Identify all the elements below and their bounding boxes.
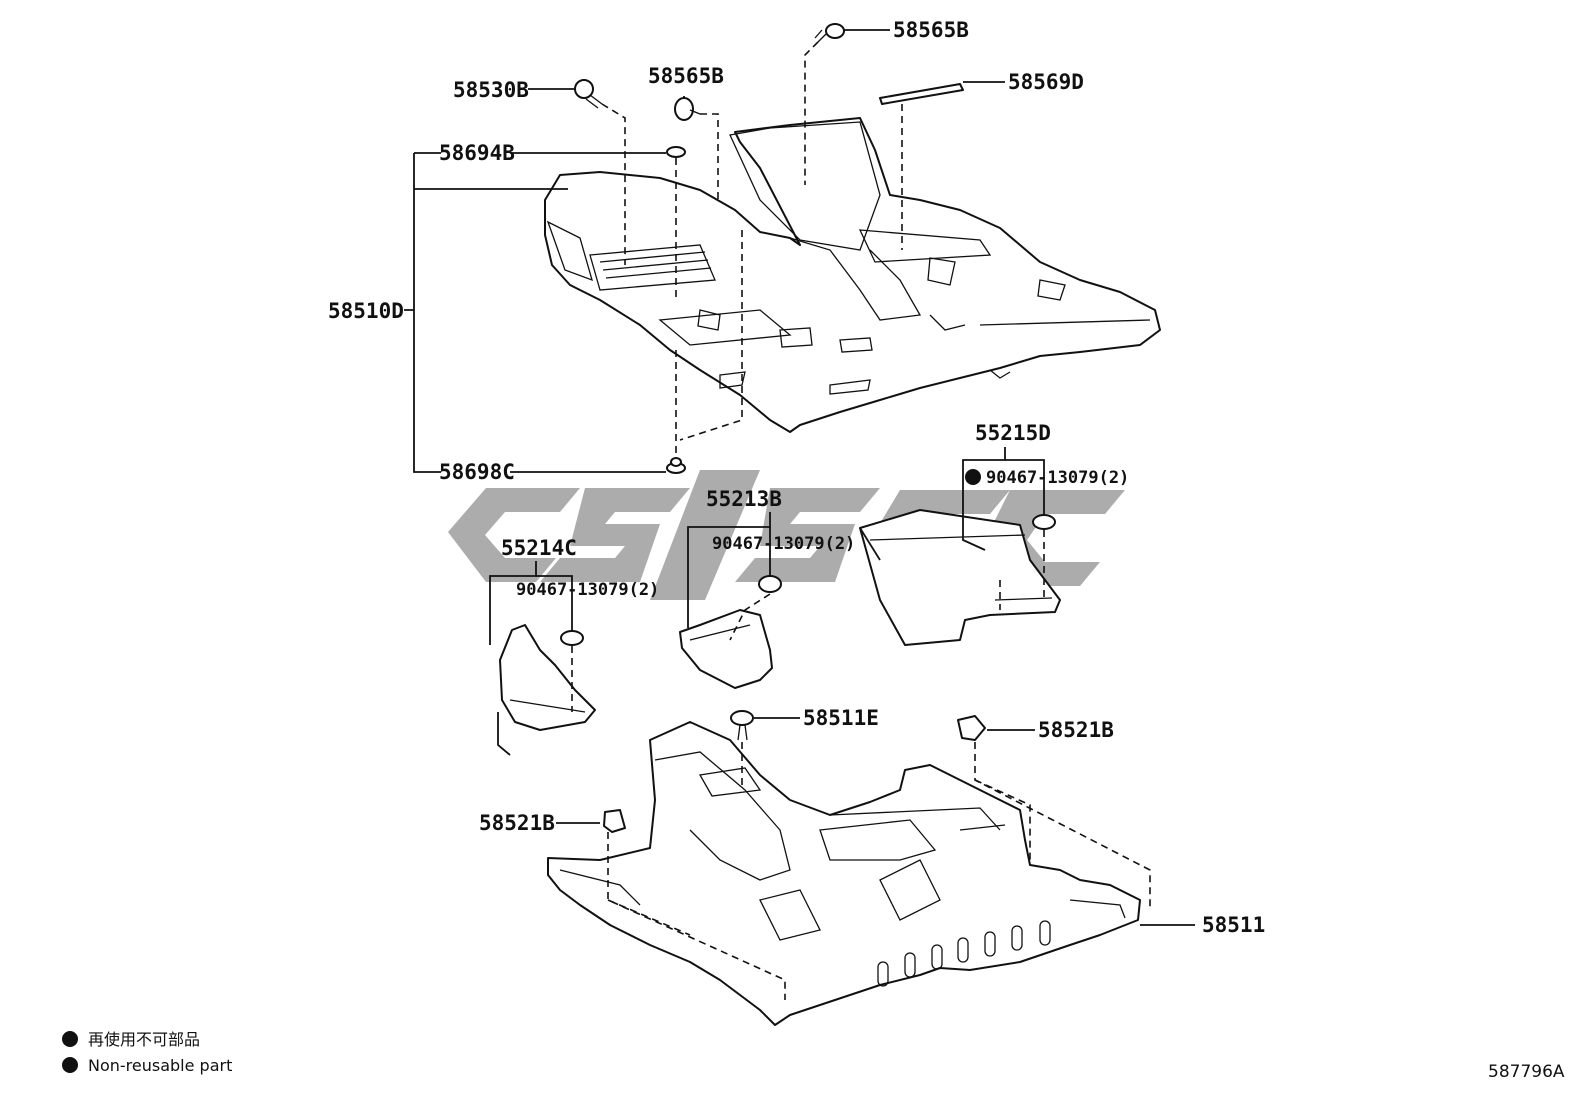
legend-text-jp: 再使用不可部品	[88, 1030, 200, 1049]
label-58698c: 58698C	[439, 460, 515, 484]
label-58565b: 58565B	[648, 64, 724, 88]
label-55214c-clip: 90467-13079(2)	[516, 580, 659, 600]
label-58521b-right: 58521B	[1038, 718, 1114, 742]
label-55213b: 55213B	[706, 487, 782, 511]
assembly-lines	[571, 41, 1151, 1000]
carpet-slots	[877, 920, 1051, 987]
label-55214c: 55214C	[501, 536, 577, 560]
screw-58565b-top	[814, 23, 845, 43]
label-58694b: 58694B	[439, 141, 515, 165]
legend: 再使用不可部品 Non-reusable part	[62, 1030, 232, 1075]
legend-bullet-en	[62, 1057, 78, 1073]
non-reusable-mark	[965, 469, 981, 485]
clip-58511e	[730, 710, 754, 741]
legend-bullet-jp	[62, 1031, 78, 1047]
strip-58569d	[879, 83, 964, 105]
clip-58565b	[674, 97, 701, 121]
figure-number: 587796A	[1488, 1062, 1565, 1082]
legend-text-en: Non-reusable part	[88, 1056, 232, 1075]
floor-carpet-rear	[547, 721, 1141, 1026]
screw-58530b	[574, 79, 603, 109]
silencer-pad-55215d	[859, 509, 1061, 646]
label-55215d-clip: 90467-13079(2)	[986, 468, 1129, 488]
clip-90467-55213b	[758, 575, 782, 593]
clip-58694b	[666, 146, 686, 158]
label-55213b-clip: 90467-13079(2)	[712, 534, 855, 554]
label-58511: 58511	[1202, 913, 1265, 937]
label-58511e: 58511E	[803, 706, 879, 730]
part-labels: 58565B 58569D 58530B 58565B 58694B 58510…	[328, 18, 1265, 937]
leader-lines	[404, 29, 1195, 926]
clip-58521b-right	[957, 715, 986, 741]
clip-90467-55215d	[1032, 514, 1056, 530]
label-58530b: 58530B	[453, 78, 529, 102]
silencer-pad-55213b	[679, 609, 773, 689]
floor-carpet-front	[544, 117, 1161, 433]
label-58569d: 58569D	[1008, 70, 1084, 94]
label-55215d: 55215D	[975, 421, 1051, 445]
clip-58698c	[666, 457, 686, 474]
label-58565b-top: 58565B	[893, 18, 969, 42]
clip-90467-55214c	[560, 630, 584, 646]
clip-58521b-left	[603, 809, 626, 833]
label-58510d: 58510D	[328, 299, 404, 323]
label-58521b-left: 58521B	[479, 811, 555, 835]
